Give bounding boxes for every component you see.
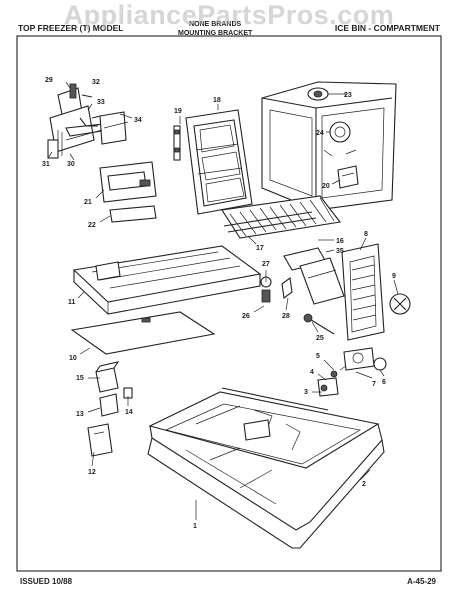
- callout-2: 2: [362, 481, 366, 488]
- base-pan: [147, 387, 385, 549]
- callout-29: 29: [45, 77, 53, 84]
- callout-3: 3: [304, 389, 308, 396]
- callout-28: 28: [282, 313, 290, 320]
- callout-21: 21: [84, 199, 92, 206]
- header-center-line1: NONE BRANDS: [189, 21, 242, 28]
- callout-23: 23: [344, 92, 352, 99]
- callout-24: 24: [316, 130, 324, 137]
- callout-26: 26: [242, 313, 250, 320]
- wire-shelf: [221, 195, 341, 239]
- callout-7: 7: [372, 381, 376, 388]
- ice-bucket: [99, 161, 157, 223]
- callout-10: 10: [69, 355, 77, 362]
- callout-25: 25: [316, 335, 324, 342]
- callout-16: 16: [336, 238, 344, 245]
- callout-22: 22: [88, 222, 96, 229]
- callout-35: 35: [336, 248, 344, 255]
- callout-13: 13: [76, 411, 84, 418]
- freezer-door-assembly: [173, 109, 253, 215]
- diagram-border: [16, 35, 442, 572]
- callout-6: 6: [382, 379, 386, 386]
- callout-labels: 29 32 33 34 30 31 19 18 23 24 20 21 22 1…: [42, 77, 396, 530]
- callout-4: 4: [310, 369, 314, 376]
- control-knob-assembly: [317, 347, 387, 397]
- header-left: TOP FREEZER (T) MODEL: [18, 23, 124, 33]
- ice-tray-bracket: [87, 361, 133, 457]
- callout-5: 5: [316, 353, 320, 360]
- crisper-cover: [70, 311, 216, 355]
- callout-31: 31: [42, 161, 50, 168]
- callout-1: 1: [193, 523, 197, 530]
- callout-15: 15: [76, 375, 84, 382]
- callout-27: 27: [262, 261, 270, 268]
- callout-12: 12: [88, 469, 96, 476]
- callout-18: 18: [213, 97, 221, 104]
- callout-32: 32: [92, 79, 100, 86]
- callout-34: 34: [134, 117, 142, 124]
- page-code: A-45-29: [407, 577, 436, 586]
- callout-33: 33: [97, 99, 105, 106]
- header-right: ICE BIN - COMPARTMENT: [334, 23, 440, 33]
- thermostat-bracket-assembly: [47, 83, 129, 159]
- air-duct: [283, 247, 345, 305]
- leader-lines: [47, 81, 399, 520]
- freezer-floor-divider: [72, 245, 262, 315]
- callout-8: 8: [364, 231, 368, 238]
- callout-30: 30: [67, 161, 75, 168]
- callout-20: 20: [322, 183, 330, 190]
- header-center: NONE BRANDS MOUNTING BRACKET: [178, 20, 252, 38]
- freezer-liner: [261, 81, 397, 211]
- issued-date: ISSUED 10/88: [20, 577, 73, 586]
- callout-11: 11: [68, 299, 76, 306]
- callout-9: 9: [392, 273, 396, 280]
- callout-19: 19: [174, 108, 182, 115]
- callout-17: 17: [256, 245, 264, 252]
- header-center-line2: MOUNTING BRACKET: [178, 30, 253, 37]
- damper-control-housing: [341, 243, 411, 341]
- callout-14: 14: [125, 409, 133, 416]
